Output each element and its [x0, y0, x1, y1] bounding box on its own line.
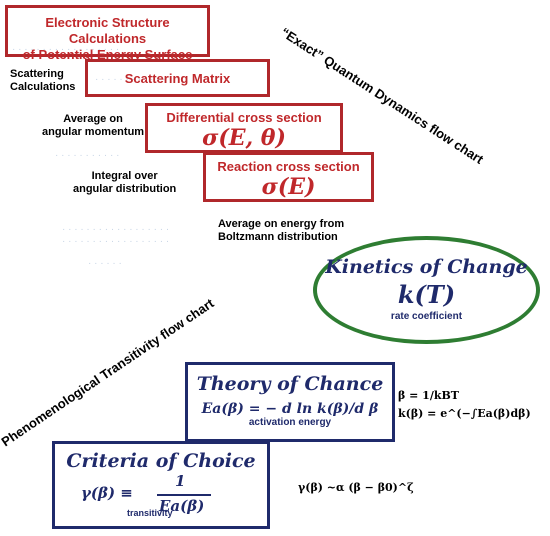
- criteria-numerator: 1: [175, 472, 186, 490]
- differential-cross-section-math: σ(E, θ): [202, 125, 286, 151]
- ghost-text-2: · · · · · · · · · · · ·: [95, 74, 166, 85]
- ghost-text-4: · · · · · · · · · · · · · · · · · ·: [62, 224, 170, 235]
- ellipse-kinetics-of-change: Kinetics of Change k(T) rate coefficient: [313, 236, 540, 344]
- kinetics-caption: rate coefficient: [390, 311, 463, 322]
- label-average-energy-boltzmann: Average on energy from Boltzmann distrib…: [218, 218, 345, 243]
- kinetics-math: k(T): [397, 280, 456, 309]
- criteria-lhs: γ(β) ≡: [81, 484, 133, 502]
- eq-beta-definition: β = 1/kBT: [398, 389, 459, 402]
- reaction-cross-section-label: Reaction cross section: [217, 159, 360, 174]
- ghost-text-1: · · · · · · · · · · · · · · · · · ·: [12, 44, 120, 55]
- reaction-cross-section-math: σ(E): [261, 174, 316, 200]
- electronic-structure-line2: of Potential Energy Surface: [22, 47, 193, 62]
- box-theory-of-chance: Theory of Chance Ea(β) = − d ln k(β)/d β…: [185, 362, 395, 442]
- criteria-fraction-bar: [157, 494, 211, 496]
- criteria-denominator: Ea(β): [159, 497, 205, 515]
- label-integral-angular-distribution: Integral over angular distribution: [73, 170, 177, 195]
- eq-k-beta: k(β) = e^(−∫Ea(β)dβ): [398, 407, 531, 420]
- criteria-title: Criteria of Choice: [66, 450, 256, 472]
- label-scattering-calculations: Scattering Calculations: [10, 68, 76, 93]
- criteria-caption: transitivity: [127, 508, 173, 518]
- ghost-text-5: · · · · · · · · · · · · · · · · · ·: [62, 236, 170, 247]
- differential-cross-section-label: Differential cross section: [166, 110, 322, 125]
- box-criteria-of-choice: Criteria of Choice γ(β) ≡ 1 Ea(β) transi…: [52, 441, 270, 529]
- label-average-angular-momentum: Average on angular momentum: [42, 113, 145, 138]
- box-differential-cross-section: Differential cross section σ(E, θ): [145, 103, 343, 153]
- scattering-matrix-label: Scattering Matrix: [124, 71, 231, 86]
- theory-title: Theory of Chance: [196, 373, 384, 395]
- box-scattering-matrix: Scattering Matrix: [85, 59, 270, 97]
- box-electronic-structure: Electronic Structure Calculations of Pot…: [5, 5, 210, 62]
- theory-caption: activation energy: [248, 417, 332, 428]
- electronic-structure-line1: Electronic Structure Calculations: [45, 15, 170, 46]
- ghost-text-3: · · · · · · · · · · ·: [55, 150, 120, 161]
- box-reaction-cross-section: Reaction cross section σ(E): [203, 152, 374, 202]
- ghost-text-6: · · · · · ·: [88, 258, 122, 269]
- kinetics-title: Kinetics of Change: [325, 256, 528, 278]
- eq-gamma-beta: γ(β) ~α (β − β0)^ζ: [298, 481, 414, 494]
- theory-formula: Ea(β) = − d ln k(β)/d β: [201, 401, 379, 417]
